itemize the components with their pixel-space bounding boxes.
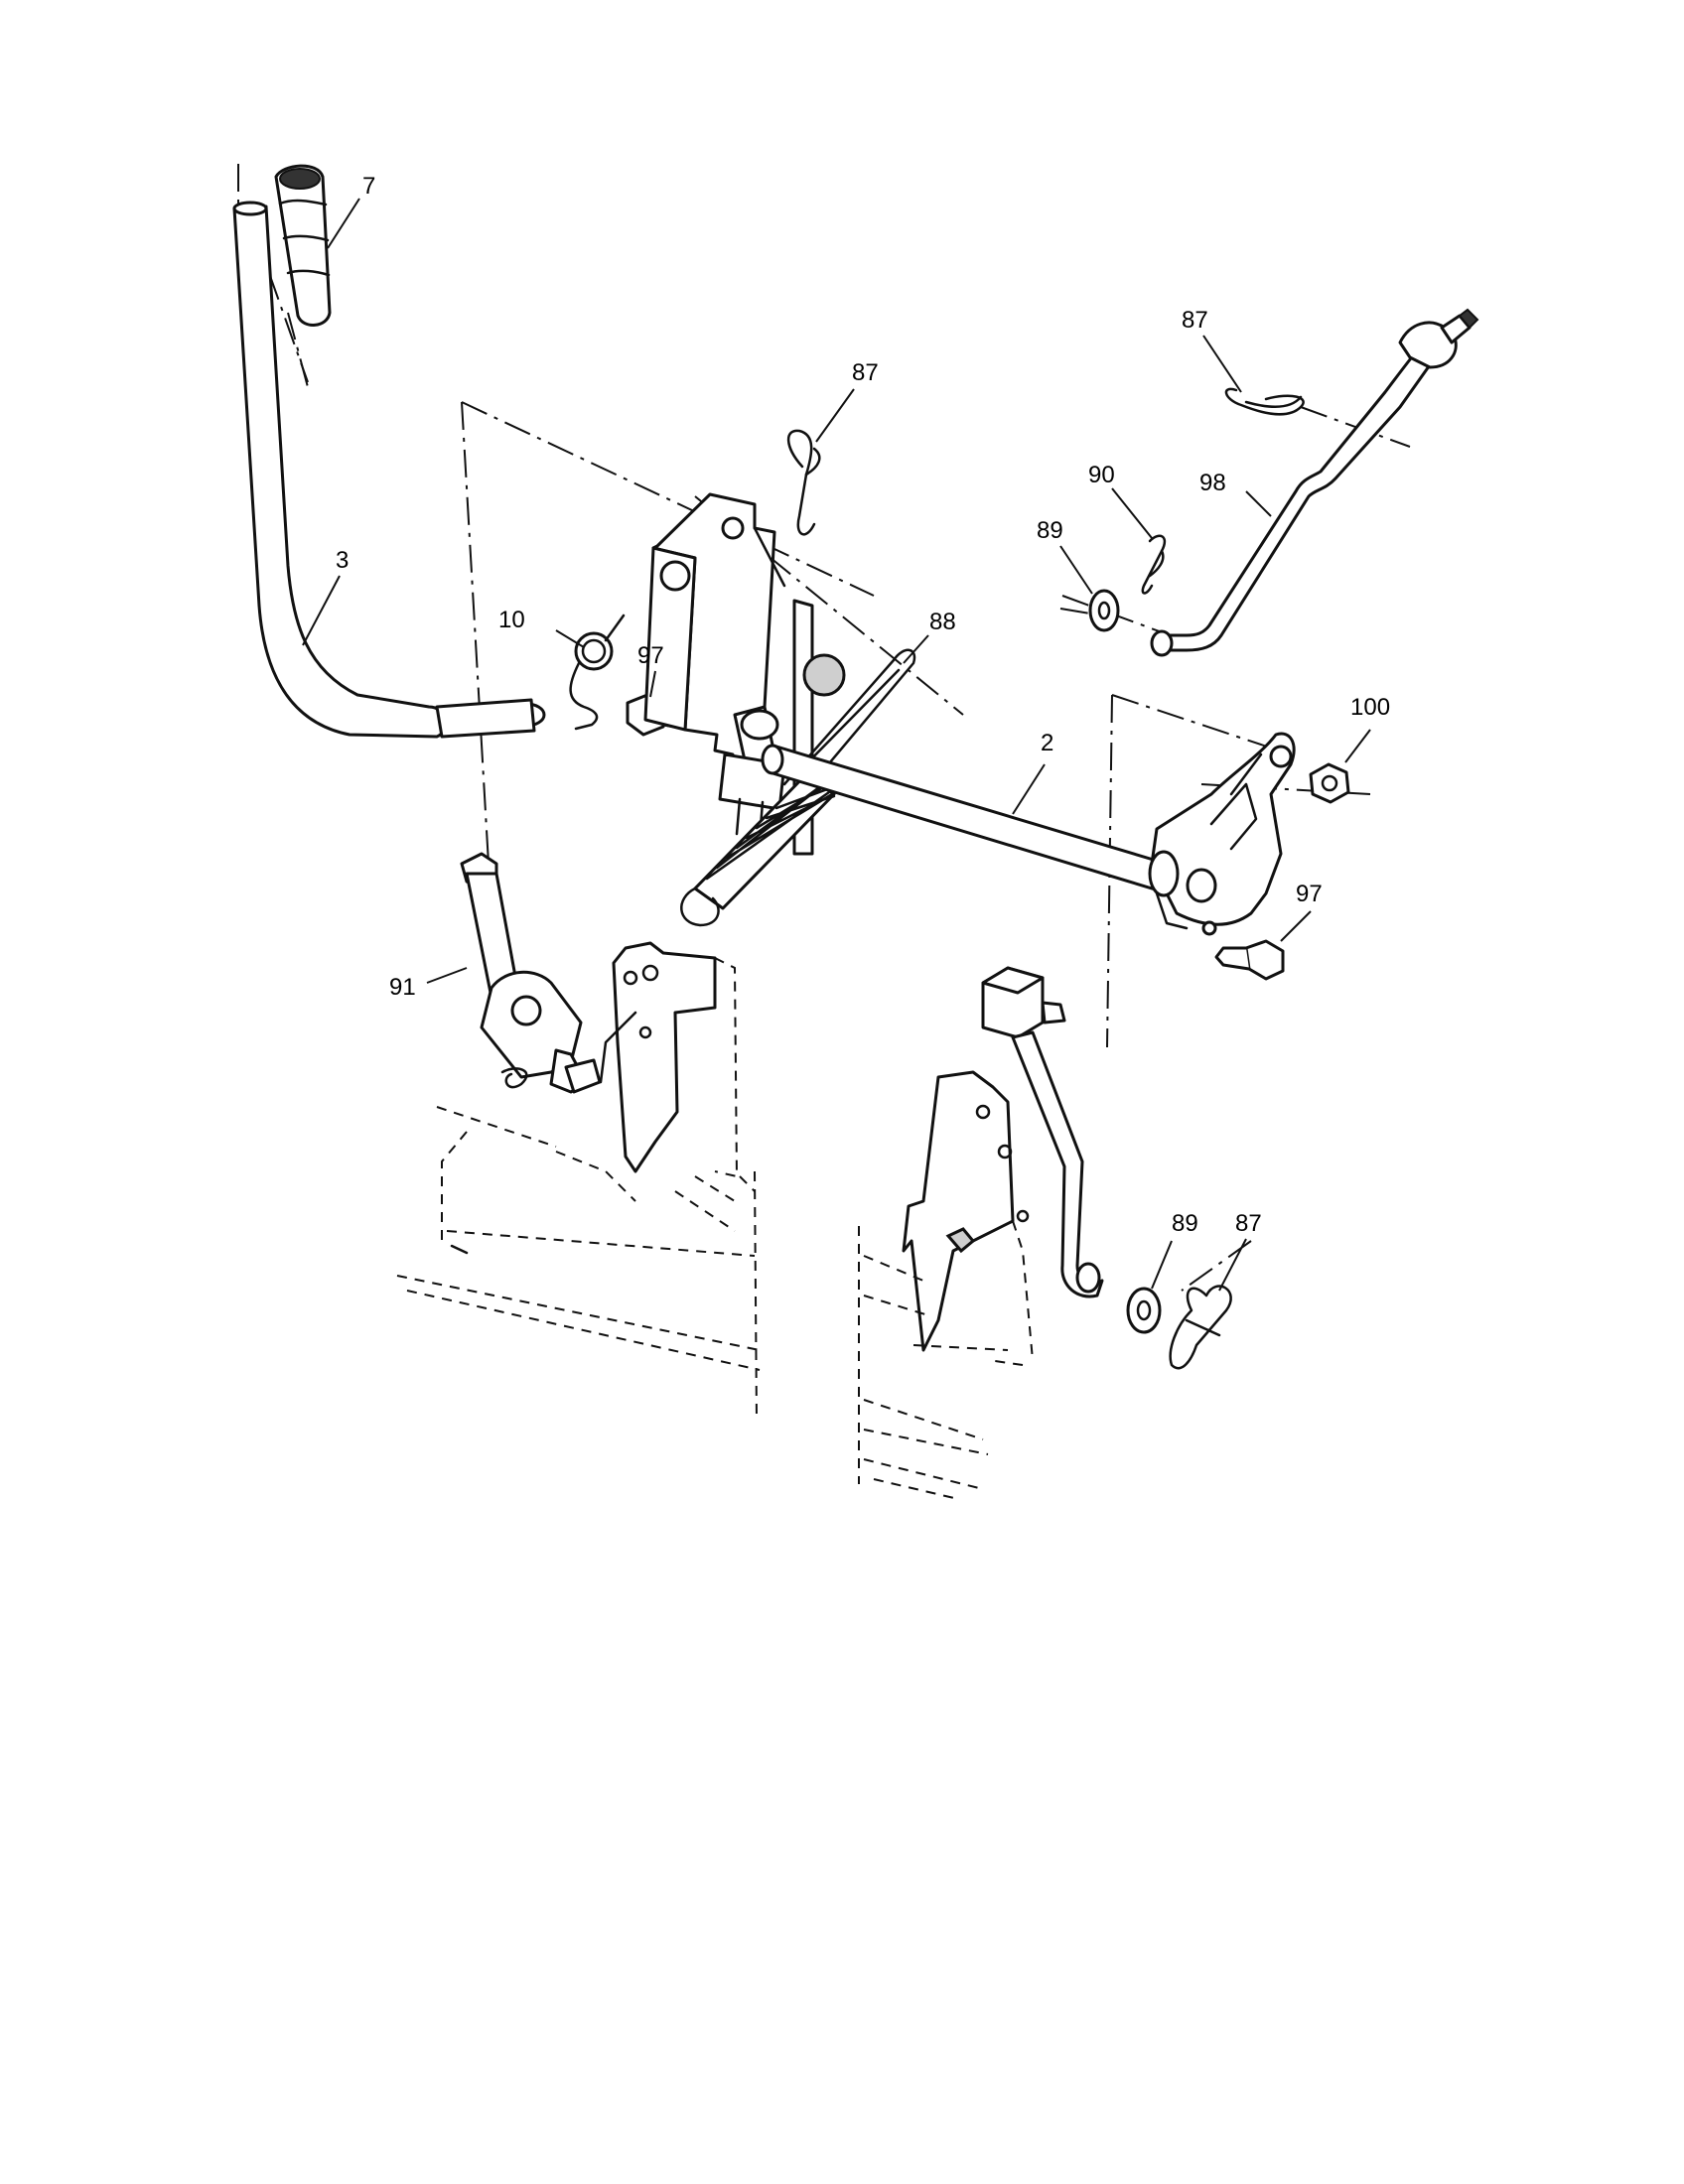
flat-washer-top <box>1059 545 1120 632</box>
callout-88: 88 <box>929 609 956 635</box>
right-lift-link <box>981 966 1104 1298</box>
callout-10: 10 <box>498 607 525 633</box>
callout-3: 3 <box>336 547 349 574</box>
left-deck-bracket <box>599 941 717 1173</box>
callout-87-bottom: 87 <box>1235 1210 1262 1237</box>
right-deck-bracket <box>902 1070 1030 1352</box>
hairpin-clip-90 <box>1111 487 1167 595</box>
adjustment-rod <box>1150 308 1479 657</box>
hex-bolt-right <box>1214 910 1312 981</box>
hairpin-clip-bottom <box>1169 1238 1247 1370</box>
deck-outline-right <box>858 1220 1034 1500</box>
callout-97-right: 97 <box>1296 881 1323 907</box>
hairpin-clip-center <box>786 388 855 536</box>
callout-7: 7 <box>362 173 375 200</box>
handle-grip <box>274 164 332 388</box>
flat-washer-bottom <box>1126 1240 1173 1334</box>
callout-98: 98 <box>1199 470 1226 496</box>
callout-87-top-right: 87 <box>1182 307 1208 334</box>
callout-2: 2 <box>1041 730 1053 756</box>
callout-labels: 7 3 10 97 87 88 2 87 90 89 98 100 97 91 … <box>336 173 1390 1237</box>
hairpin-clip-top-right <box>1202 335 1305 416</box>
callout-97-upper: 97 <box>637 642 664 669</box>
left-lift-arm <box>480 970 602 1094</box>
callout-100: 100 <box>1350 694 1390 721</box>
callout-91: 91 <box>389 974 416 1001</box>
callout-89-bottom: 89 <box>1172 1210 1198 1237</box>
lift-handle-rod <box>232 201 546 739</box>
right-lift-arm-bracket <box>1148 732 1296 936</box>
extension-spring <box>680 770 837 927</box>
callout-89-top: 89 <box>1037 517 1063 544</box>
leader-lines <box>302 198 656 698</box>
cross-shaft <box>761 744 1169 893</box>
deck-outline-left <box>396 957 761 1421</box>
torsion-spring <box>569 614 626 731</box>
hex-nut <box>1309 729 1371 804</box>
callout-90: 90 <box>1088 462 1115 488</box>
callout-87-center: 87 <box>852 359 879 386</box>
